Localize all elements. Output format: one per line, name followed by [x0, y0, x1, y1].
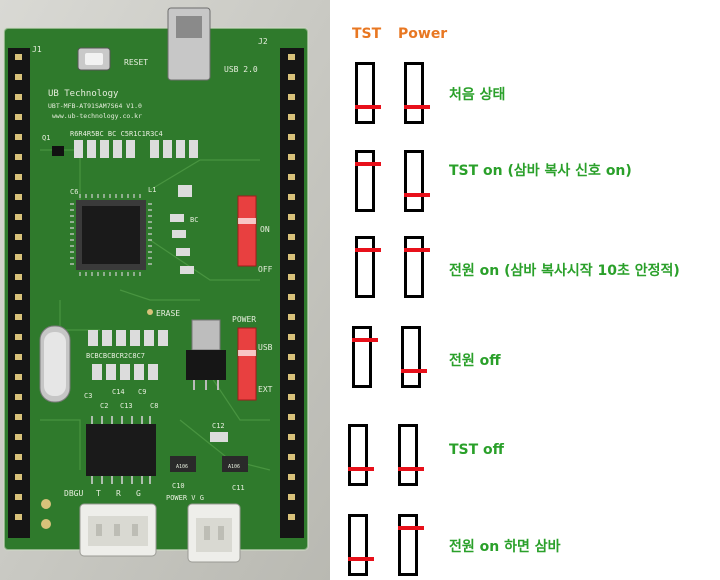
power-switch-marker	[398, 526, 424, 530]
caps-label: BCBCBCBCR2C8C7	[86, 352, 145, 360]
ext-label: EXT	[258, 385, 273, 394]
reset-label: RESET	[124, 58, 148, 67]
j1-label: J1	[32, 45, 42, 54]
t-label: T	[96, 489, 101, 498]
state-label: TST off	[449, 442, 505, 458]
power-switch	[401, 326, 427, 388]
tst-switch-marker	[355, 248, 381, 252]
tantalum-cap-c11	[222, 456, 248, 472]
company-label: UB Technology	[48, 89, 119, 99]
j2-label: J2	[258, 37, 268, 46]
tst-switch	[352, 326, 378, 388]
switch-state-diagram: TST Power 처음 상태 TST on (삼바 복사 신호 on) 전원 …	[330, 0, 720, 580]
erase-pad	[147, 309, 153, 315]
c6-label: C6	[70, 188, 78, 196]
tst-switch	[348, 514, 374, 576]
tst-switch-marker	[355, 162, 381, 166]
tst-switch	[355, 236, 381, 298]
a106-label-1: A106	[176, 464, 188, 470]
off-label: OFF	[258, 265, 273, 274]
c11-label: C11	[232, 484, 245, 492]
power-switch	[404, 150, 430, 212]
r-label: R	[116, 489, 121, 498]
tst-slide-switch	[237, 195, 257, 267]
q1-label: Q1	[42, 134, 50, 142]
power-slide-switch	[237, 327, 257, 401]
power-switch-marker	[404, 248, 430, 252]
c13-label: C13	[120, 402, 133, 410]
power-switch-marker	[404, 193, 430, 197]
state-label: 처음 상태	[449, 87, 506, 103]
state-label: 전원 off	[449, 353, 501, 369]
pin-header-right	[280, 48, 304, 538]
c14-label: C14	[112, 388, 125, 396]
c8-label: C8	[150, 402, 158, 410]
c3-label: C3	[84, 392, 92, 400]
c10-label: C10	[172, 482, 185, 490]
power-switch	[398, 424, 424, 486]
tst-switch-marker	[348, 467, 374, 471]
tst-switch	[355, 150, 381, 212]
power-vg-label: POWER V G	[166, 494, 204, 502]
regulator-tab	[191, 319, 221, 351]
serial-transceiver-chip	[86, 416, 156, 484]
c2-label: C2	[100, 402, 108, 410]
voltage-regulator	[186, 350, 226, 380]
power-connector	[187, 503, 241, 563]
tst-switch	[348, 424, 374, 486]
led-pad	[41, 499, 51, 509]
power-switch-marker	[398, 467, 424, 471]
a106-label-2: A106	[228, 464, 240, 470]
bc-capacitors	[170, 214, 194, 274]
model-label: UBT-MFB-AT91SAM7S64 V1.0	[48, 102, 142, 110]
capacitor-row-2	[92, 364, 158, 380]
power-switch	[398, 514, 424, 576]
power-switch	[404, 236, 430, 298]
resistor-row	[74, 140, 198, 158]
state-label: 전원 on 하면 삼바	[449, 539, 561, 555]
usb-label: USB 2.0	[224, 65, 258, 74]
erase-label: ERASE	[156, 309, 180, 318]
reset-button-cap	[85, 53, 103, 65]
on-label: ON	[260, 225, 270, 234]
bc-label: BC	[190, 216, 198, 224]
state-label: 전원 on (삼바 복사시작 10초 안정적)	[449, 263, 680, 279]
dbgu-connector	[79, 503, 157, 557]
mcu-chip	[70, 194, 152, 276]
c12-label: C12	[212, 422, 225, 430]
transistor-q1	[52, 146, 64, 156]
power-switch-marker	[404, 105, 430, 109]
url-label: www.ub-technology.co.kr	[52, 112, 142, 120]
l1-label: L1	[148, 186, 156, 194]
capacitor-row	[88, 330, 168, 346]
power-switch-marker	[401, 369, 427, 373]
c9-label: C9	[138, 388, 146, 396]
power-label: POWER	[232, 315, 256, 324]
resistor-labels: R6R4R5BC BC C5R1C1R3C4	[70, 130, 163, 138]
tst-switch-marker	[352, 338, 378, 342]
tst-switch-marker	[355, 105, 381, 109]
dbgu-label: DBGU	[64, 489, 83, 498]
power-switch	[404, 62, 430, 124]
power-column-header: Power	[398, 26, 448, 42]
board-photo: RESET USB 2.0 J2 J1 UB Technology UBT-MF…	[0, 0, 330, 580]
pin-header-left	[8, 48, 30, 538]
usb-side-label: USB	[258, 343, 273, 352]
state-label: TST on (삼바 복사 신호 on)	[449, 163, 632, 179]
g-label: G	[136, 489, 141, 498]
tst-switch	[355, 62, 381, 124]
tantalum-cap-c10	[170, 456, 196, 472]
tst-column-header: TST	[352, 26, 382, 42]
tst-switch-marker	[348, 557, 374, 561]
